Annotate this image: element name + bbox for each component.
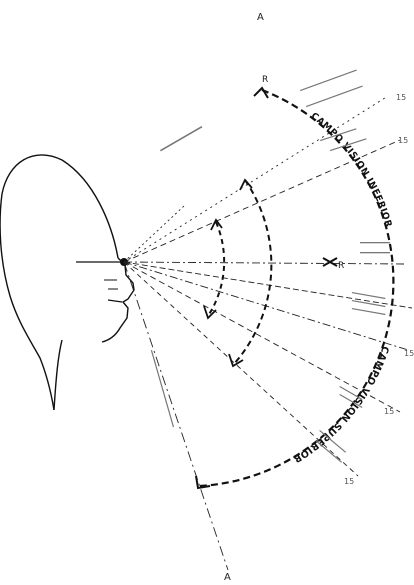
outer-arc-arrowheads xyxy=(196,88,337,488)
edge-number: 15 xyxy=(396,93,406,102)
edge-number: 15 xyxy=(384,407,394,416)
arc-label-inferior: CAMPO VISION INFERIOR xyxy=(309,111,393,229)
top-arrow-letter: R xyxy=(262,75,268,85)
sight-lines xyxy=(124,96,412,570)
arc-label-superior: CAMPO VISION SUPERIOR xyxy=(291,344,391,464)
head-profile xyxy=(0,155,134,410)
edge-number: 15 xyxy=(404,349,414,358)
edge-number: 15 xyxy=(398,136,408,145)
middle-vision-arc xyxy=(234,180,271,364)
inner-arc-arrowheads xyxy=(204,220,222,318)
right-arrow-letter: R xyxy=(338,261,344,271)
bottom-mark: A xyxy=(224,572,231,583)
edge-number: 15 xyxy=(344,477,354,486)
outer-vision-arc xyxy=(200,90,393,486)
inner-vision-arc xyxy=(208,222,224,316)
corner-mark: A xyxy=(257,12,264,23)
middle-arc-arrowheads xyxy=(229,180,252,366)
